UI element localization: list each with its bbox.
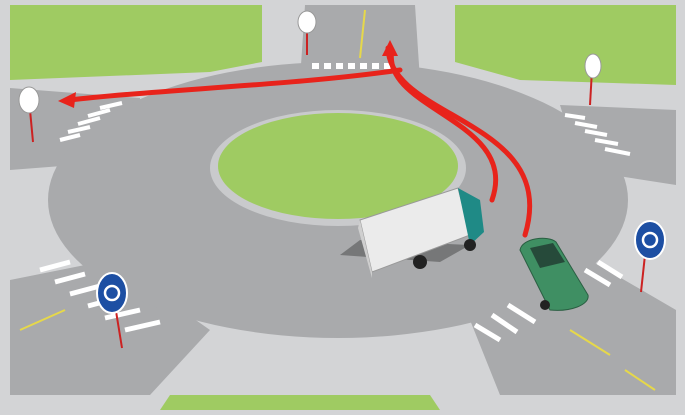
roundabout-arrows-icon <box>103 284 121 302</box>
crosswalk-north <box>312 63 391 69</box>
central-island <box>218 113 458 219</box>
road-southwest <box>10 260 210 395</box>
sign-roundabout-southwest <box>96 272 128 349</box>
crosswalk-southeast <box>473 259 624 343</box>
arrowhead-west-icon <box>58 92 76 108</box>
roundabout-arrows-icon <box>641 231 659 249</box>
lane-markings <box>19 9 656 391</box>
crosswalk-west <box>59 101 123 142</box>
grass-top-left <box>10 5 262 80</box>
route-arrow-car <box>385 45 533 238</box>
grass-top-right <box>455 5 676 85</box>
grass-bottom <box>160 395 440 410</box>
crosswalk-east <box>564 113 631 156</box>
car <box>519 237 589 311</box>
sign-north-end-restriction <box>297 10 317 55</box>
truck <box>340 187 484 278</box>
arrowhead-north-icon <box>382 40 398 56</box>
sign-northeast-end-restriction <box>584 53 602 106</box>
route-arrow-west <box>67 67 403 103</box>
sign-west-end-restriction <box>18 86 40 143</box>
road-southeast <box>470 260 676 395</box>
route-arrows <box>67 45 533 238</box>
sign-roundabout-east <box>634 220 666 293</box>
